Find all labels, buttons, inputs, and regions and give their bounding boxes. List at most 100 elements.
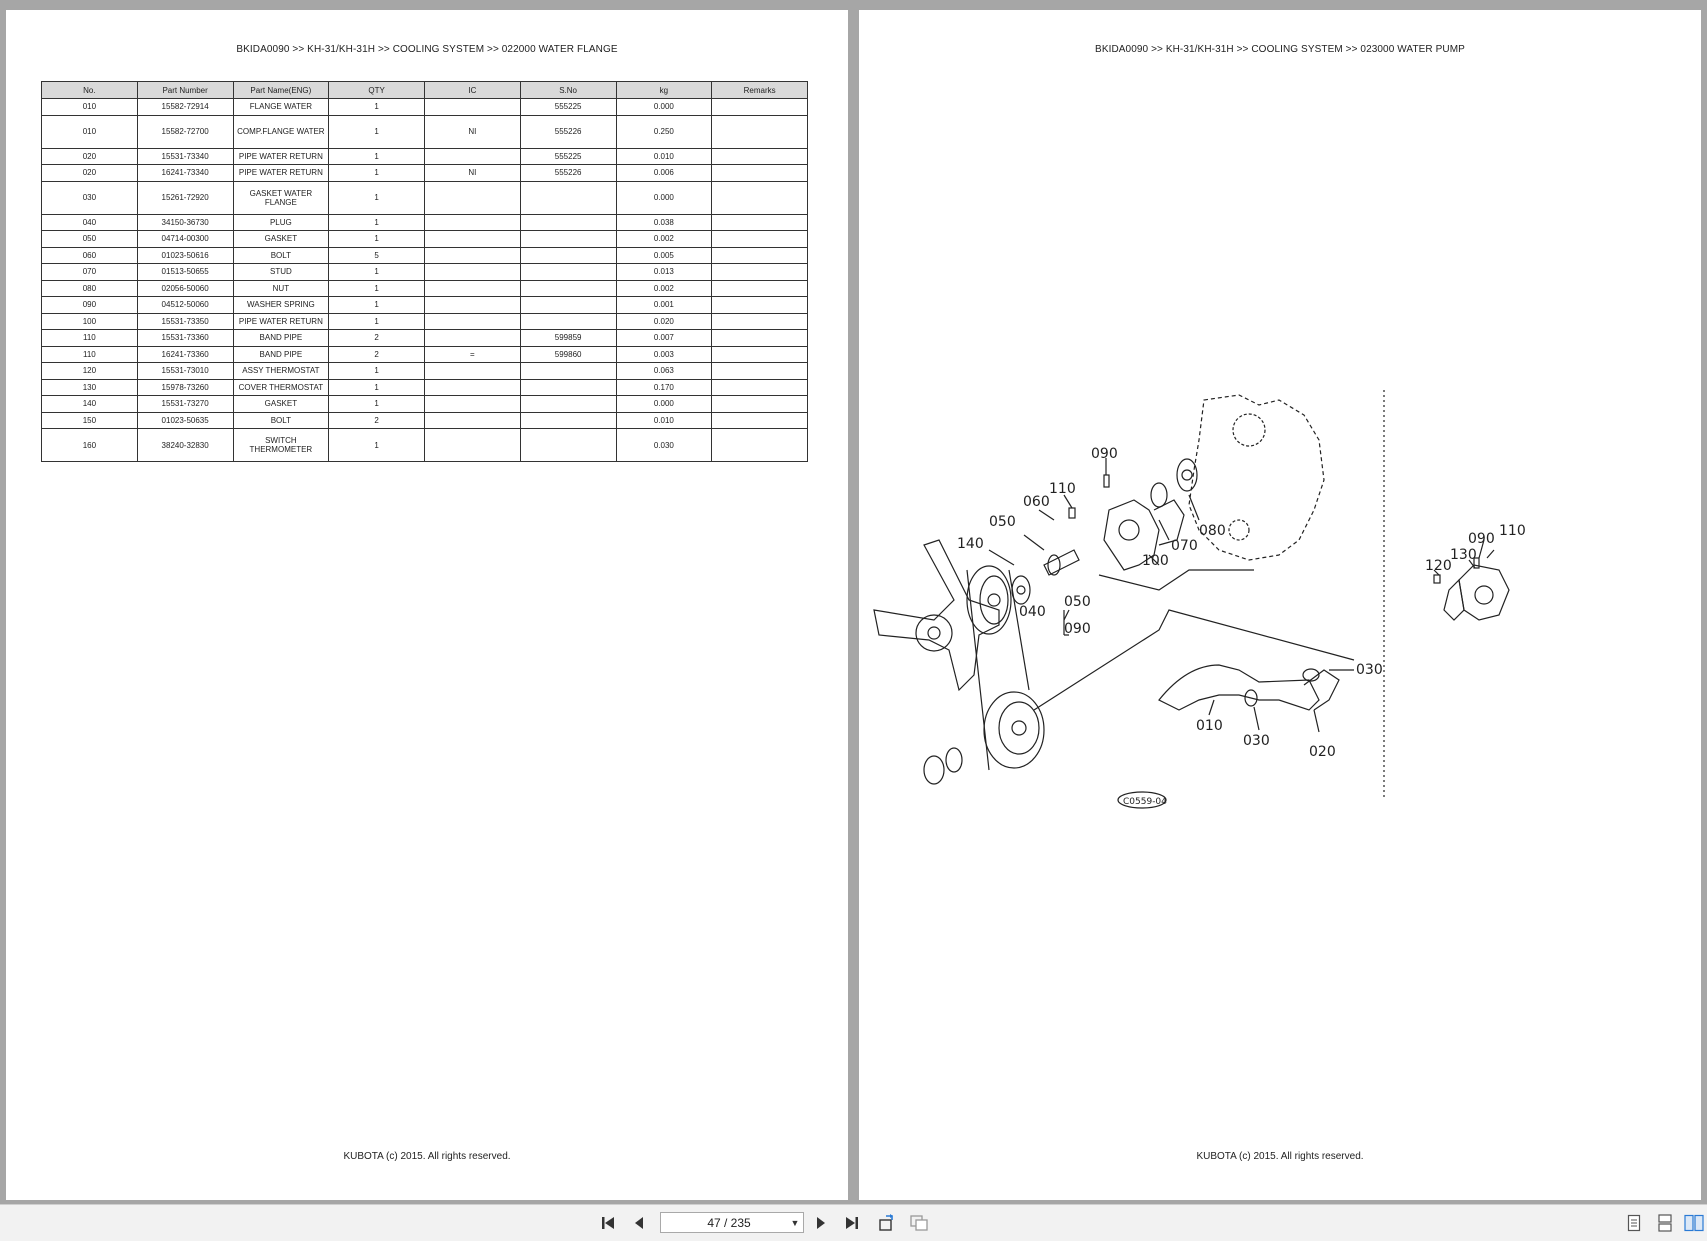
cell-part-number: 01023-50616 [136,246,234,264]
cell-no: 030 [41,180,138,215]
column-header: kg [615,81,713,99]
cell-kg: 0.000 [615,180,713,215]
cell-remarks [711,296,808,314]
cell-remarks [711,246,808,264]
cell-kg: 0.006 [615,164,713,182]
cell-qty: 1 [328,362,425,380]
continuous-icon[interactable] [1654,1213,1676,1233]
cell-qty: 1 [328,428,425,462]
cell-name: BAND PIPE [232,345,330,363]
callout-140: 140 [957,536,984,552]
cell-kg: 0.030 [615,428,713,462]
cell-kg: 0.063 [615,362,713,380]
cell-part-number: 01023-50635 [136,411,234,429]
cell-part-number: 15531-73010 [136,362,234,380]
cell-part-number: 15531-73350 [136,312,234,330]
cell-remarks [711,279,808,297]
column-header: Part Name(ENG) [232,81,330,99]
cell-name: PIPE WATER RETURN [232,312,330,330]
cell-sno [519,362,617,380]
cell-qty: 2 [328,329,425,347]
cell-name: GASKET WATER FLANGE [232,180,330,215]
cell-ic [424,428,521,462]
cell-sno [519,279,617,297]
cell-no: 020 [41,147,138,165]
two-page-icon[interactable] [1683,1213,1705,1233]
cell-qty: 1 [328,296,425,314]
cell-kg: 0.010 [615,411,713,429]
cell-name: WASHER SPRING [232,296,330,314]
callout-090: 090 [1091,446,1118,462]
cell-part-number: 34150-36730 [136,213,234,231]
cell-part-number: 16241-73360 [136,345,234,363]
cell-name: PLUG [232,213,330,231]
cell-part-number: 16241-73340 [136,164,234,182]
cell-ic [424,98,521,116]
fit-icon[interactable] [908,1213,930,1233]
cell-ic [424,230,521,248]
cell-ic [424,378,521,396]
cell-no: 090 [41,296,138,314]
single-page-icon[interactable] [1623,1213,1645,1233]
cell-no: 050 [41,230,138,248]
cell-kg: 0.002 [615,230,713,248]
cell-kg: 0.010 [615,147,713,165]
callout-040: 040 [1019,604,1046,620]
cell-no: 080 [41,279,138,297]
cell-remarks [711,345,808,363]
cell-no: 110 [41,345,138,363]
drawing-code: C0559-04 [1123,797,1167,807]
cell-name: STUD [232,263,330,281]
cell-name: BAND PIPE [232,329,330,347]
cell-qty: 1 [328,312,425,330]
callout-120: 120 [1425,558,1452,574]
callout-110: 110 [1049,481,1076,497]
last-page-icon[interactable] [840,1213,862,1233]
cell-kg: 0.013 [615,263,713,281]
cell-part-number: 15531-73270 [136,395,234,413]
callout-070: 070 [1171,538,1198,554]
cell-remarks [711,428,808,462]
cell-name: FLANGE WATER [232,98,330,116]
cell-remarks [711,263,808,281]
column-header: Remarks [711,81,808,99]
page-indicator[interactable]: 47 / 235 ▼ [660,1212,804,1233]
cell-remarks [711,147,808,165]
cell-qty: 2 [328,411,425,429]
cell-part-number: 15531-73360 [136,329,234,347]
cell-ic [424,296,521,314]
cell-sno [519,312,617,330]
cell-kg: 0.000 [615,98,713,116]
cell-sno [519,246,617,264]
breadcrumb: BKIDA0090 >> KH-31/KH-31H >> COOLING SYS… [1095,44,1465,55]
rotate-icon[interactable] [876,1213,898,1233]
cell-no: 010 [41,98,138,116]
chevron-down-icon[interactable]: ▼ [790,1217,800,1228]
cell-no: 140 [41,395,138,413]
cell-no: 060 [41,246,138,264]
cell-qty: 2 [328,345,425,363]
cell-qty: 1 [328,114,425,149]
cell-name: GASKET [232,395,330,413]
cell-sno [519,296,617,314]
page-footer: KUBOTA (c) 2015. All rights reserved. [1196,1151,1364,1162]
cell-no: 070 [41,263,138,281]
next-page-icon[interactable] [810,1213,832,1233]
column-header: No. [41,81,138,99]
cell-ic [424,329,521,347]
first-page-icon[interactable] [598,1213,620,1233]
cell-sno [519,230,617,248]
callout-010: 010 [1196,718,1223,734]
cell-no: 120 [41,362,138,380]
callout-130: 130 [1450,547,1477,563]
prev-page-icon[interactable] [628,1213,650,1233]
cell-kg: 0.007 [615,329,713,347]
